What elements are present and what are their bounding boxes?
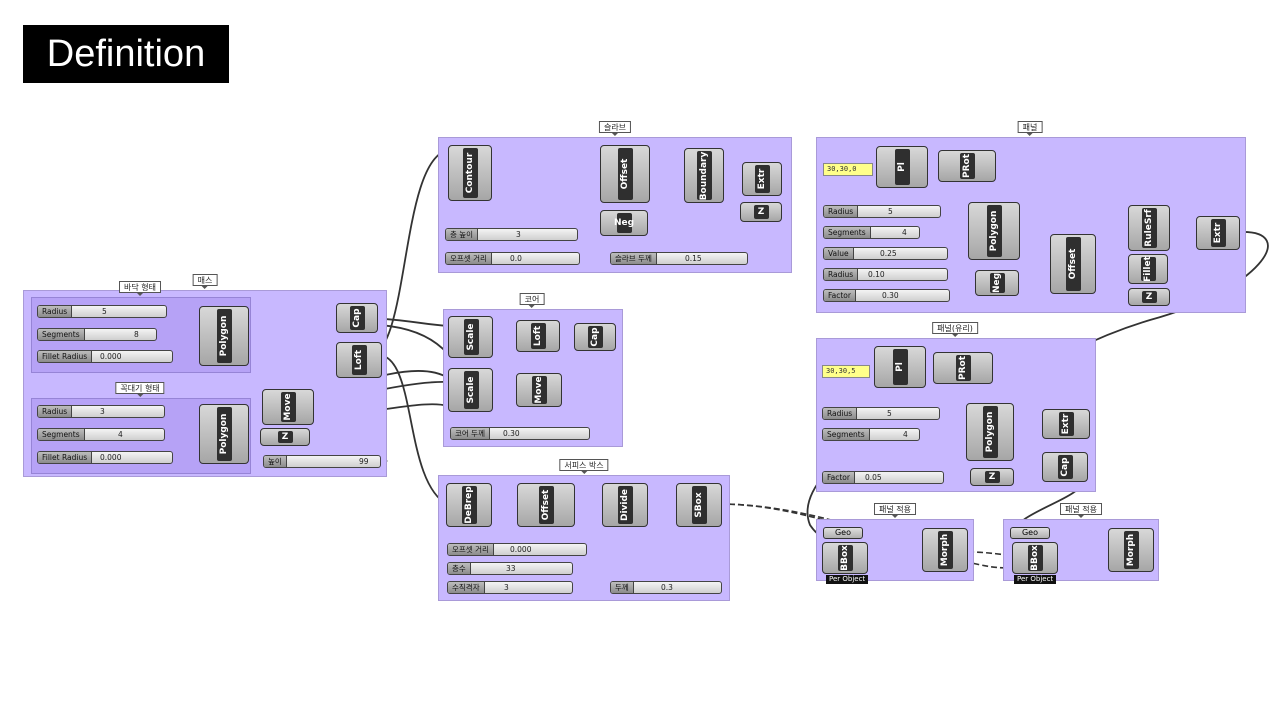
cap-core-component[interactable]: Cap — [574, 323, 616, 351]
boundary-component[interactable]: Boundary — [684, 148, 724, 203]
group-label-panel: 패널 — [1017, 121, 1043, 136]
polygon-glass-component[interactable]: Polygon — [966, 403, 1014, 461]
pl-panel-component[interactable]: Pl — [876, 146, 928, 188]
group-label-mass: 매스 — [192, 274, 218, 289]
pl-glass-component[interactable]: Pl — [874, 346, 926, 388]
bbox2-component[interactable]: BBox — [1012, 542, 1058, 574]
group-label-service-box: 서피스 박스 — [559, 459, 609, 474]
move-core-component[interactable]: Move — [516, 373, 562, 407]
bbox1-component[interactable]: BBox — [822, 542, 868, 574]
z-glass-component[interactable]: Z — [970, 468, 1014, 486]
point-panel[interactable]: 30,30,0 — [823, 163, 873, 176]
rulesrf-component[interactable]: RuleSrf — [1128, 205, 1170, 251]
offset-box-component[interactable]: Offset — [517, 483, 575, 527]
morph1-component[interactable]: Morph — [922, 528, 968, 572]
extr-panel-component[interactable]: Extr — [1196, 216, 1240, 250]
scale-core2-component[interactable]: Scale — [448, 368, 493, 412]
offset-panel-component[interactable]: Offset — [1050, 234, 1096, 294]
extr-glass-component[interactable]: Extr — [1042, 409, 1090, 439]
move-mass-component[interactable]: Move — [262, 389, 314, 425]
z-mass-component[interactable]: Z — [260, 428, 310, 446]
scale-core1-component[interactable]: Scale — [448, 316, 493, 358]
geo1-param[interactable]: Geo — [823, 527, 863, 539]
group-label-top-shape: 꼭대기 형태 — [115, 382, 165, 397]
group-label-panel-apply-2: 패널 적용 — [1060, 503, 1102, 518]
divide-component[interactable]: Divide — [602, 483, 648, 527]
cap-mass-component[interactable]: Cap — [336, 303, 378, 333]
group-label-base-shape: 바닥 형태 — [119, 281, 161, 296]
cap-glass-component[interactable]: Cap — [1042, 452, 1088, 482]
group-label-core: 코어 — [519, 293, 545, 308]
point-glass-panel[interactable]: 30,30,5 — [822, 365, 870, 378]
geo2-param[interactable]: Geo — [1010, 527, 1050, 539]
neg-slab-component[interactable]: Neg — [600, 210, 648, 236]
prot-glass-component[interactable]: PRot — [933, 352, 993, 384]
offset-component[interactable]: Offset — [600, 145, 650, 203]
debrep-component[interactable]: DeBrep — [446, 483, 492, 527]
extr-slab-component[interactable]: Extr — [742, 162, 782, 196]
per-object-tag-1: Per Object — [826, 575, 869, 584]
neg-panel-component[interactable]: Neg — [975, 270, 1019, 296]
z-slab-component[interactable]: Z — [740, 202, 782, 222]
group-label-slab: 슬라브 — [598, 121, 632, 136]
polygon-base-component[interactable]: Polygon — [199, 306, 249, 366]
polygon-top-component[interactable]: Polygon — [199, 404, 249, 464]
loft-mass-component[interactable]: Loft — [336, 342, 382, 378]
page-title: Definition — [23, 25, 229, 83]
z-panel-component[interactable]: Z — [1128, 288, 1170, 306]
prot-panel-component[interactable]: PRot — [938, 150, 996, 182]
contour-component[interactable]: Contour — [448, 145, 492, 201]
per-object-tag-2: Per Object — [1014, 575, 1057, 584]
morph2-component[interactable]: Morph — [1108, 528, 1154, 572]
sbox-component[interactable]: SBox — [676, 483, 722, 527]
fillet-component[interactable]: Fillet — [1128, 254, 1168, 284]
loft-core-component[interactable]: Loft — [516, 320, 560, 352]
group-label-panel-glass: 패널(유리) — [932, 322, 978, 337]
group-label-panel-apply-1: 패널 적용 — [874, 503, 916, 518]
polygon-panel-component[interactable]: Polygon — [968, 202, 1020, 260]
